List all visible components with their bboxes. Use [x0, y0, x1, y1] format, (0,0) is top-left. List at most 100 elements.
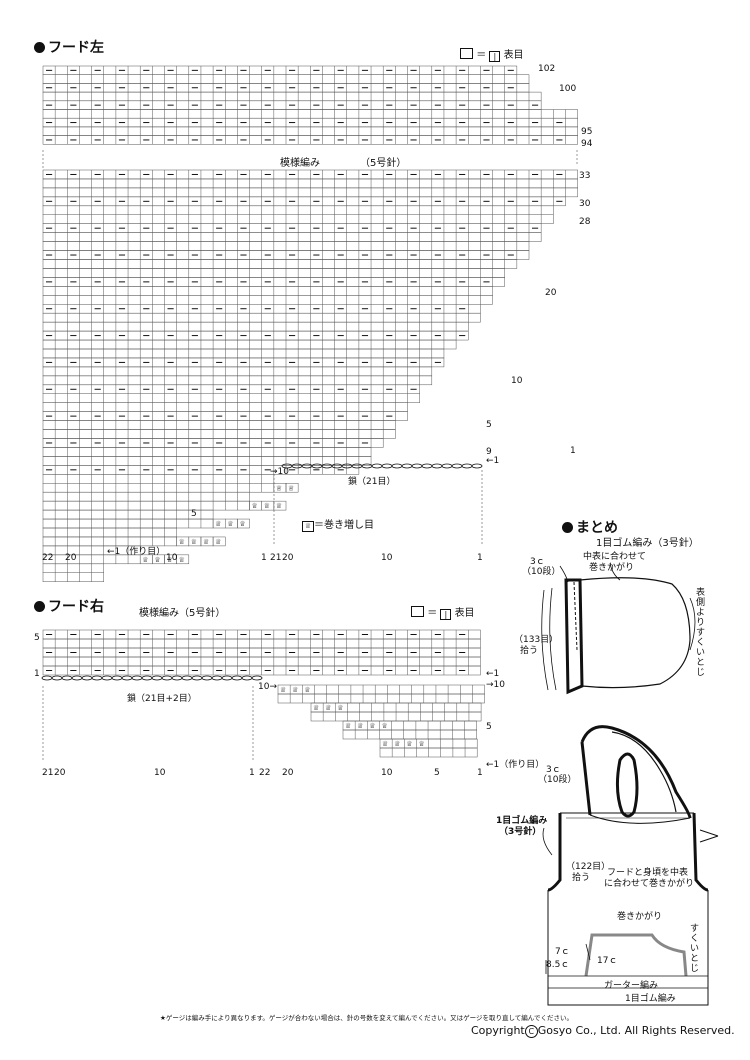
increase-mark: ♕	[264, 502, 270, 510]
row-label-5b: 5	[191, 509, 197, 519]
rib-label: 1目ゴム編み（3号針）	[596, 538, 699, 549]
increase-mark: ♕	[215, 520, 221, 528]
grid-row	[42, 572, 104, 582]
col-label-20b: 20	[282, 553, 294, 563]
c7-label: 7ｃ	[555, 947, 570, 957]
rcol-20b: 20	[282, 768, 294, 778]
col-label-1: 1	[261, 553, 267, 563]
increase-mark: ♕	[179, 538, 185, 546]
increase-cell	[285, 483, 299, 493]
col-label-10b: 10	[381, 553, 393, 563]
c3b-label: 3ｃ	[546, 765, 561, 775]
increase-mark: ♕	[369, 722, 375, 730]
increase-cell	[237, 518, 250, 529]
increase-mark: ♕	[203, 538, 209, 546]
increase-mark: ♕	[288, 484, 294, 492]
empty-cell-icon	[411, 606, 424, 617]
rcol-5: 5	[434, 768, 440, 778]
col-label-1b: 1	[477, 553, 483, 563]
slip-label: すくいとじ	[690, 924, 700, 974]
gauge-note: ★ゲージは編み手により異なります。ゲージが合わない場合は、針の号数を変えて編んで…	[160, 1014, 573, 1022]
rib-bottom-label: 1目ゴム編み	[625, 994, 676, 1004]
arrow-right-10: →10	[270, 467, 289, 477]
arrow-r-10: →10	[486, 680, 505, 690]
whip-label: 巻きかがり	[617, 912, 663, 922]
row-label-94: 94	[581, 139, 593, 149]
increase-legend: ♕＝巻き増し目	[302, 516, 374, 532]
bullet-icon	[34, 601, 45, 612]
garter-label: ガーター編み	[604, 981, 659, 991]
row-label-95: 95	[581, 127, 593, 137]
increase-mark: ♕	[191, 538, 197, 546]
center-note-2: 巻きかがり	[589, 563, 635, 573]
pick-133-a: （133目）	[514, 635, 559, 645]
side-note: 表側よりすくいとじ	[696, 588, 706, 678]
row-label-30: 30	[579, 199, 591, 209]
increase-mark: ♕	[381, 722, 387, 730]
increase-mark: ♕	[418, 740, 424, 748]
chain-stitch	[471, 463, 483, 469]
increase-mark: ♕	[313, 704, 319, 712]
arrow-mid-10: 10→	[258, 682, 277, 692]
increase-mark: ♕	[167, 556, 173, 564]
rows10-label: （10段）	[522, 567, 561, 577]
legend-right: ＝ | 表目	[411, 604, 475, 620]
rcol-1b: 1	[477, 768, 483, 778]
increase-cell	[273, 500, 287, 511]
rib-b-2: （3号針）	[499, 827, 542, 837]
rcol-20: 20	[54, 768, 66, 778]
c85-label: 8.5ｃ	[546, 960, 570, 970]
c3-label: 3ｃ	[530, 557, 545, 567]
increase-mark: ♕	[276, 484, 282, 492]
increase-mark: ♕	[325, 704, 331, 712]
knit-symbol-icon: |	[440, 609, 452, 620]
increase-mark: ♕	[276, 502, 282, 510]
increase-mark: ♕	[337, 704, 343, 712]
copyright-icon: C	[524, 1025, 538, 1038]
row-label-100: 100	[559, 84, 577, 94]
increase-mark: ♕	[292, 686, 298, 694]
chain-stitch	[251, 675, 263, 681]
col-label-10: 10	[166, 553, 178, 563]
chain-label-right: 鎖（21目+2目）	[127, 694, 197, 704]
row-label-20: 20	[545, 288, 557, 298]
row-label-5: 5	[486, 420, 492, 430]
increase-cell	[212, 536, 226, 547]
pick-133-b: 拾う	[520, 646, 539, 656]
crown-icon: ♕	[302, 521, 314, 532]
center-note-1: 中表に合わせて	[583, 552, 647, 562]
row-label-102: 102	[538, 64, 556, 74]
rcol-21: 21	[42, 768, 54, 778]
rows10b-label: （10段）	[538, 775, 577, 785]
row-label-1-outer: 1	[570, 446, 576, 456]
arrow-left-1: ←1	[486, 456, 500, 466]
col-label-21: 21	[270, 553, 282, 563]
assembly-title: まとめ	[562, 517, 618, 537]
row-label-r5: 5	[34, 633, 40, 643]
row-label-28: 28	[579, 217, 591, 227]
legend-left: ＝ | 表目	[460, 46, 524, 62]
increase-mark: ♕	[215, 538, 221, 546]
hood-right-title: フード右	[34, 596, 104, 616]
col-label-22: 22	[42, 553, 54, 563]
pick-122-a: （122目）	[566, 862, 611, 872]
rcol-22: 22	[259, 768, 271, 778]
increase-mark: ♕	[142, 556, 148, 564]
row-label-9: 9	[486, 447, 492, 457]
increase-mark: ♕	[280, 686, 286, 694]
increase-mark: ♕	[154, 556, 160, 564]
row-label-33: 33	[579, 171, 591, 181]
c17-label: 17ｃ	[597, 956, 618, 966]
bullet-icon	[562, 522, 573, 533]
increase-mark: ♕	[227, 520, 233, 528]
increase-mark: ♕	[179, 556, 185, 564]
rcol-10: 10	[154, 768, 166, 778]
row-label-r5b: 5	[486, 722, 492, 732]
chain-label-left: 鎖（21目）	[348, 477, 396, 487]
rcol-1: 1	[249, 768, 255, 778]
bullet-icon	[34, 42, 45, 53]
